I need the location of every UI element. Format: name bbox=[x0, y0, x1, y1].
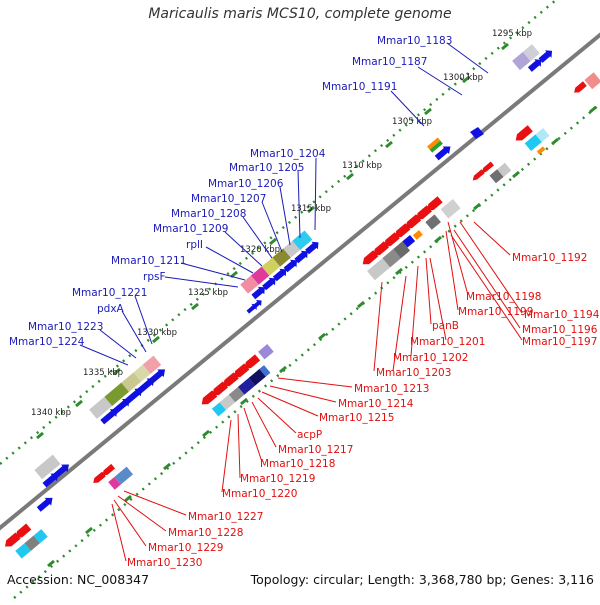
forward-gene-label: Mmar10_1204 bbox=[250, 148, 326, 160]
feature-cluster bbox=[574, 72, 600, 93]
forward-gene-label: Mmar10_1206 bbox=[208, 178, 284, 190]
feature-cluster bbox=[515, 125, 550, 155]
forward-gene-label: Mmar10_1221 bbox=[72, 287, 147, 299]
kbp-tick-label: 1295 kbp bbox=[492, 29, 532, 39]
reverse-gene-label: Mmar10_1196 bbox=[522, 324, 598, 336]
accession-text: Accession: NC_008347 bbox=[7, 572, 150, 587]
reverse-gene-label: Mmar10_1213 bbox=[354, 383, 429, 395]
feature-cluster bbox=[4, 523, 48, 559]
tick-ring-inner bbox=[13, 103, 600, 599]
reverse-gene-label: Mmar10_1215 bbox=[319, 412, 394, 424]
forward-gene-label: Mmar10_1207 bbox=[191, 193, 266, 205]
forward-gene-label: Mmar10_1208 bbox=[171, 208, 246, 220]
forward-gene-label: Mmar10_1191 bbox=[322, 81, 397, 93]
forward-gene-label: pdxA bbox=[97, 303, 125, 315]
kbp-tick-label: 1335 kbp bbox=[83, 368, 123, 378]
feature-cluster bbox=[240, 230, 319, 314]
kbp-tick-label: 1320 kbp bbox=[240, 245, 280, 255]
feature-cluster bbox=[362, 196, 461, 281]
forward-strand-features bbox=[34, 44, 553, 512]
forward-gene-label: Mmar10_1187 bbox=[352, 56, 427, 68]
kbp-tick-label: 1315 kbp bbox=[291, 204, 331, 214]
reverse-gene-label: Mmar10_1197 bbox=[522, 336, 597, 348]
genome-stats-text: Topology: circular; Length: 3,368,780 bp… bbox=[250, 572, 594, 587]
reverse-gene-label: Mmar10_1199 bbox=[458, 306, 533, 318]
forward-leader-lines bbox=[79, 42, 489, 366]
kbp-tick-label: 1330 kbp bbox=[137, 328, 177, 338]
kbp-tick-label: 1300 kbp bbox=[443, 73, 483, 83]
reverse-gene-label: Mmar10_1218 bbox=[260, 458, 335, 470]
reverse-gene-label: Mmar10_1217 bbox=[278, 444, 353, 456]
reverse-gene-label: acpP bbox=[297, 429, 322, 441]
forward-gene-label: rplI bbox=[186, 239, 203, 251]
reverse-gene-label: Mmar10_1194 bbox=[524, 309, 600, 321]
forward-gene-label: rpsF bbox=[143, 271, 166, 283]
feature-cluster bbox=[89, 355, 166, 425]
feature-cluster bbox=[34, 454, 69, 512]
kbp-tick-label: 1305 kbp bbox=[392, 117, 432, 127]
reverse-gene-label: Mmar10_1229 bbox=[148, 542, 223, 554]
kbp-tick-label: 1310 kbp bbox=[342, 161, 382, 171]
reverse-gene-label: Mmar10_1227 bbox=[188, 511, 263, 523]
reverse-gene-label: Mmar10_1219 bbox=[240, 473, 315, 485]
reverse-gene-label: Mmar10_1203 bbox=[376, 367, 451, 379]
feature-cluster bbox=[201, 344, 274, 417]
forward-gene-label: Mmar10_1223 bbox=[28, 321, 103, 333]
feature-cluster bbox=[472, 161, 512, 184]
reverse-gene-label: Mmar10_1198 bbox=[466, 291, 541, 303]
reverse-gene-label: Mmar10_1214 bbox=[338, 398, 414, 410]
reverse-gene-label: Mmar10_1228 bbox=[168, 527, 243, 539]
reverse-gene-label: Mmar10_1202 bbox=[393, 352, 468, 364]
major-tick-marks bbox=[36, 42, 597, 568]
forward-gene-label: Mmar10_1183 bbox=[377, 35, 452, 47]
forward-gene-label: Mmar10_1211 bbox=[111, 255, 186, 267]
reverse-gene-label: Mmar10_1192 bbox=[512, 252, 587, 264]
feature-cluster bbox=[93, 463, 134, 490]
feature-cluster bbox=[427, 137, 451, 161]
page-title: Maricaulis maris MCS10, complete genome bbox=[148, 6, 452, 22]
reverse-gene-label: Mmar10_1201 bbox=[410, 336, 485, 348]
reverse-gene-label: panB bbox=[432, 320, 459, 332]
kbp-tick-label: 1340 kbp bbox=[31, 408, 71, 418]
kbp-tick-label: 1325 kbp bbox=[188, 288, 228, 298]
reverse-gene-label: Mmar10_1230 bbox=[127, 557, 202, 569]
forward-gene-label: Mmar10_1224 bbox=[9, 336, 85, 348]
reverse-gene-label: Mmar10_1220 bbox=[222, 488, 297, 500]
tick-ring-outer bbox=[0, 0, 557, 465]
feature-arrow bbox=[470, 127, 484, 139]
forward-gene-label: Mmar10_1205 bbox=[229, 162, 304, 174]
reverse-leader-lines bbox=[111, 221, 523, 562]
feature-cluster bbox=[512, 44, 553, 72]
forward-gene-label: Mmar10_1209 bbox=[153, 223, 228, 235]
genome-backbone bbox=[0, 32, 600, 531]
reverse-strand-features bbox=[4, 72, 600, 559]
